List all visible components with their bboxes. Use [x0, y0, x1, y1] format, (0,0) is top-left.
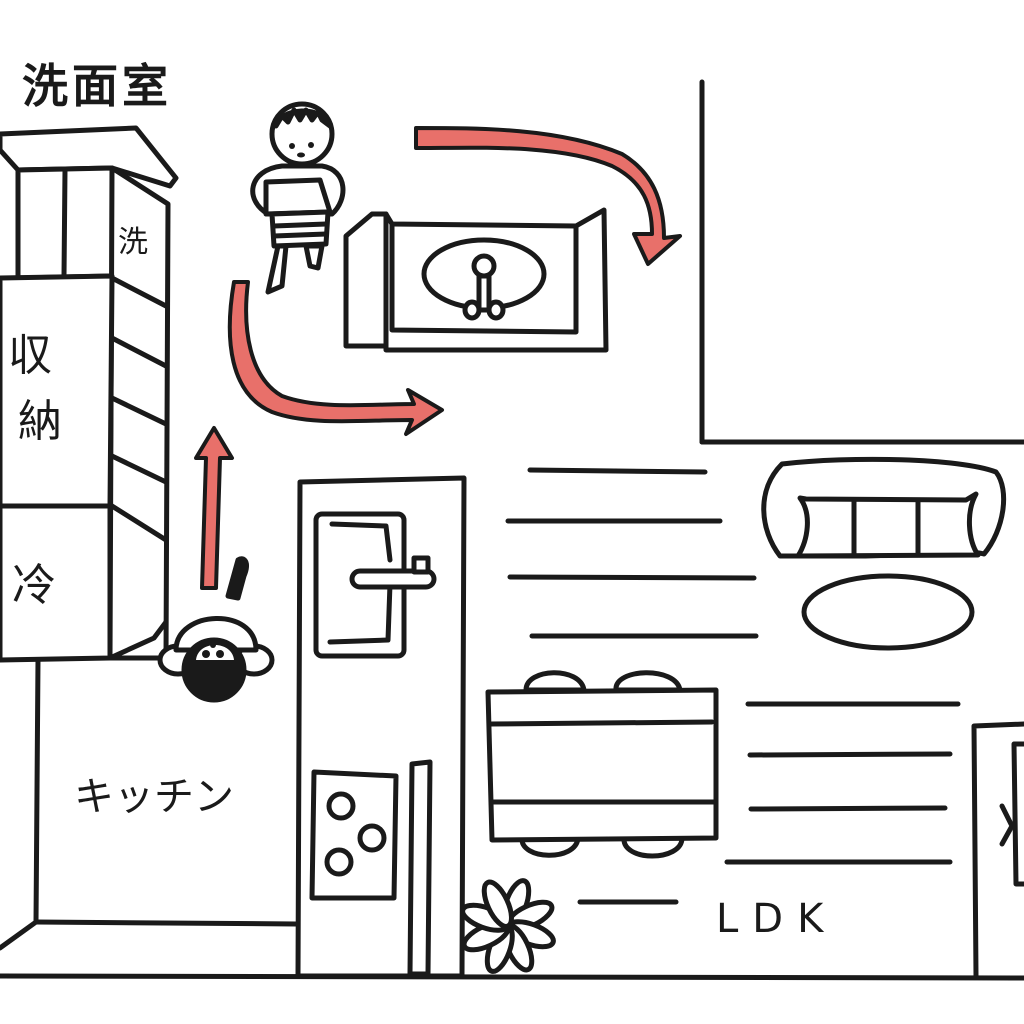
washer-divider: [61, 167, 68, 279]
sofa-seat: [795, 491, 981, 559]
sink-basin: [327, 521, 393, 645]
dining-chair: [613, 670, 683, 693]
kitchen-wall-left: [33, 657, 41, 925]
faucet: [349, 568, 437, 590]
ldk-label: LDK: [716, 896, 837, 942]
basin-tap: [462, 299, 482, 321]
basin-side-left: [343, 211, 389, 349]
stove: [309, 769, 399, 901]
stove-burner: [357, 823, 387, 853]
washer-label: 洗: [118, 225, 148, 260]
floor-board-line: [748, 805, 948, 812]
stove-burner: [324, 847, 354, 877]
door-handle: [999, 803, 1015, 847]
basket-stripe: [271, 221, 329, 229]
table-edge-line: [487, 719, 715, 727]
person-eye: [289, 143, 295, 149]
fridge-bottom-edge: [107, 619, 169, 661]
storage-front: [0, 273, 115, 509]
dining-chair: [523, 670, 587, 693]
dining-table: [485, 687, 719, 843]
right-room-wall: [699, 79, 1024, 445]
arrow-kitchen-up: [194, 426, 234, 590]
fridge-label: 冷: [12, 560, 56, 611]
dining-set: [485, 670, 719, 859]
shelf-line: [109, 395, 169, 427]
plant-leaf: [481, 879, 514, 929]
shelf-line: [109, 335, 169, 369]
person-arm: [225, 556, 249, 601]
shelf-line: [109, 503, 169, 543]
arrow-top-curve: [414, 126, 682, 266]
person-eye: [308, 142, 314, 148]
kitchen-label: キッチン: [74, 774, 234, 820]
person-body: [173, 616, 259, 653]
person-leg: [265, 243, 289, 295]
shelf-line: [109, 275, 169, 309]
person-eye: [202, 650, 210, 658]
person-carrying-basket: [250, 101, 346, 295]
storage-label-2: 納: [18, 396, 62, 447]
stove-burner: [326, 791, 356, 821]
washroom-title: 洗面室: [22, 59, 172, 113]
floor-boards: [505, 467, 961, 905]
person-eye: [216, 650, 224, 658]
basket-stripe: [271, 231, 329, 239]
basin-tap: [486, 299, 506, 321]
storage-label-1: 収: [8, 330, 52, 381]
kitchen-floor-edge: [33, 919, 299, 927]
bottom-floor-line: [0, 973, 1024, 981]
sofa: [761, 456, 1007, 559]
person-leg: [303, 243, 325, 271]
door-frame: [971, 721, 1024, 979]
tall-cabinet: [407, 759, 433, 977]
arrow-washroom-to-ldk: [227, 280, 444, 436]
person-mouth: [297, 152, 305, 158]
person-topdown: [157, 556, 275, 703]
floor-board-line: [747, 751, 953, 758]
door-panel: [1011, 741, 1024, 887]
shelf-line: [109, 453, 169, 485]
plant-leaves: [460, 878, 556, 974]
refrigerator: 冷: [0, 503, 169, 663]
door-right: [971, 721, 1024, 979]
washer-lid: [0, 125, 179, 189]
basin-faucet-neck: [476, 273, 492, 313]
kitchen-walls: [0, 657, 299, 951]
person-nose: [210, 642, 216, 648]
floor-board-line: [527, 467, 708, 475]
laundry-basket-body: [269, 209, 331, 249]
person-hair: [273, 107, 333, 129]
laundry-basket: [263, 177, 333, 217]
faucet-handle: [411, 555, 431, 575]
floor-board-line: [507, 574, 757, 581]
potted-plant: [460, 878, 556, 974]
coffee-table: [801, 573, 975, 651]
kitchen-floor-diag: [0, 919, 39, 951]
washbasin: [343, 207, 609, 353]
basin-faucet-head: [471, 253, 497, 279]
basin-inner: [389, 221, 579, 335]
kitchen-counter: [295, 475, 467, 979]
